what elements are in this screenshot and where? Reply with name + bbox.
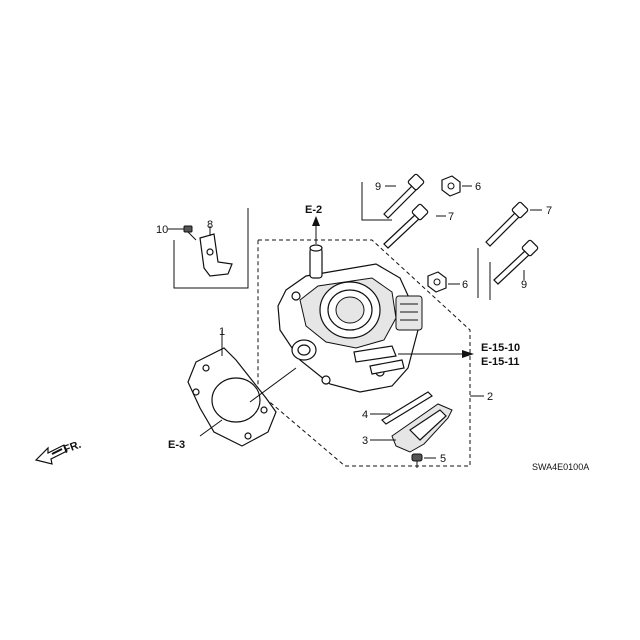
bolt-7-right	[485, 201, 529, 247]
hardware-brackets	[173, 182, 491, 300]
throttle-cover	[391, 403, 453, 453]
nut-6-mid	[427, 271, 447, 293]
nut-6-top	[441, 175, 461, 197]
front-label: FR.	[62, 439, 83, 456]
ref-e-15-10: E-15-10	[481, 342, 520, 354]
front-arrow-icon	[34, 444, 68, 465]
assembly-outline	[257, 239, 484, 467]
callout-2: 2	[487, 391, 493, 403]
callout-7-top: 7	[448, 211, 454, 223]
bracket-8	[199, 233, 233, 277]
callout-1: 1	[219, 326, 225, 338]
callout-6-top: 6	[475, 181, 481, 193]
callout-9-top: 9	[375, 181, 381, 193]
ref-arrows	[312, 216, 474, 358]
callout-8: 8	[207, 219, 213, 231]
bolt-10	[183, 225, 197, 241]
ref-e-2: E-2	[305, 204, 322, 216]
callout-9-right: 9	[521, 279, 527, 291]
diagram-code: SWA4E0100A	[532, 462, 589, 472]
ref-e-3: E-3	[168, 439, 185, 451]
gasket	[187, 347, 277, 447]
bolt-9-top	[383, 173, 425, 219]
bolt-7-top	[383, 203, 429, 249]
packing	[381, 391, 433, 425]
callout-7-right: 7	[546, 205, 552, 217]
callout-10: 10	[156, 224, 168, 236]
callout-4: 4	[362, 409, 368, 421]
callout-3: 3	[362, 435, 368, 447]
screw-5	[411, 453, 423, 468]
ref-e-15-11: E-15-11	[481, 356, 520, 368]
callout-6-mid: 6	[462, 279, 468, 291]
bolt-9-right	[493, 239, 539, 285]
callout-5: 5	[440, 453, 446, 465]
leader-lines	[168, 185, 542, 459]
coolant-pipe	[309, 244, 323, 279]
throttle-body	[277, 263, 423, 393]
